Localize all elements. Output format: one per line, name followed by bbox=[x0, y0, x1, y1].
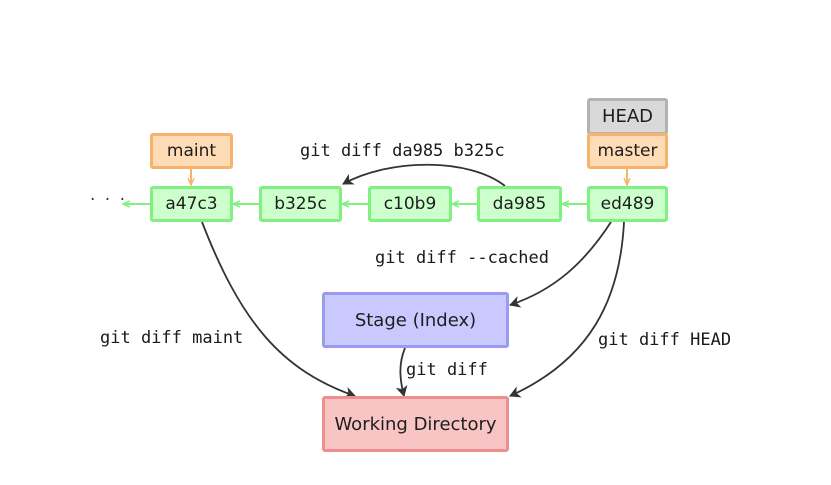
label-diff-maint: git diff maint bbox=[100, 328, 244, 348]
diff-arrow-stage-wd bbox=[395, 347, 408, 397]
ref-master: master bbox=[587, 133, 668, 169]
label-diff-commits: git diff da985 b325c bbox=[300, 141, 505, 161]
diff-arrow-maint bbox=[201, 221, 356, 399]
working-directory-box: Working Directory bbox=[322, 396, 509, 452]
older-commits-ellipsis: · · · bbox=[90, 190, 128, 210]
ref-maint: maint bbox=[150, 133, 233, 169]
label-diff-head: git diff HEAD bbox=[598, 330, 732, 350]
stage-index-box: Stage (Index) bbox=[322, 292, 509, 348]
commit-a47c3: a47c3 bbox=[150, 186, 233, 222]
label-diff-cached: git diff --cached bbox=[375, 248, 549, 268]
diff-arrow-da985-b325c bbox=[342, 163, 506, 187]
commit-ed489: ed489 bbox=[587, 186, 668, 222]
ref-head: HEAD bbox=[587, 98, 668, 135]
commit-c10b9: c10b9 bbox=[368, 186, 452, 222]
commit-da985: da985 bbox=[477, 186, 562, 222]
diff-arrow-head bbox=[509, 221, 625, 398]
diff-arrow-cached bbox=[509, 221, 612, 308]
commit-b325c: b325c bbox=[259, 186, 342, 222]
label-diff: git diff bbox=[406, 360, 488, 380]
